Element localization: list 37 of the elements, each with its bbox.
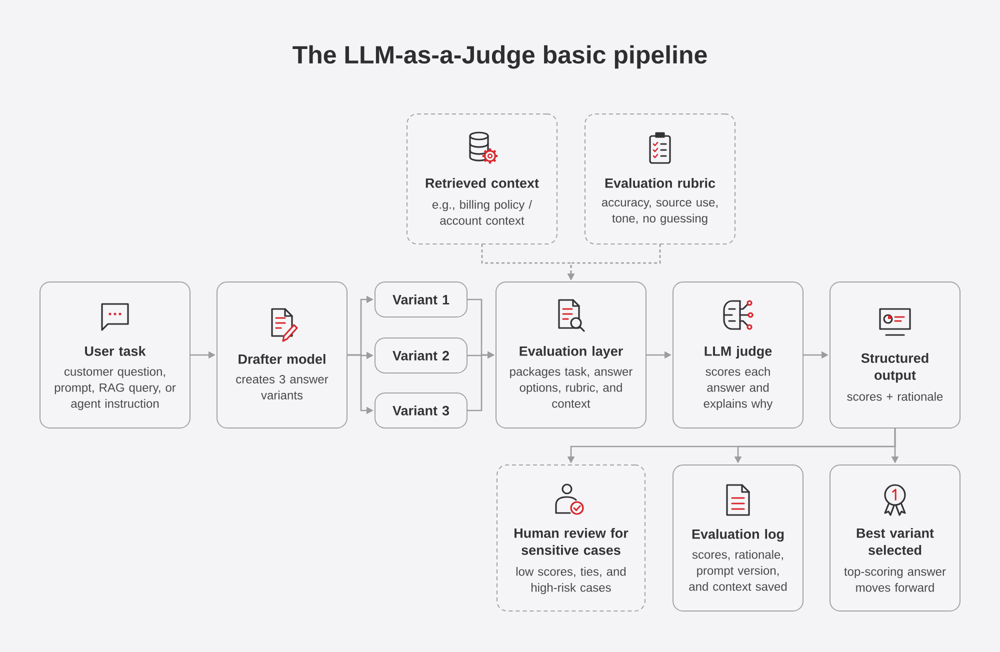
heading: LLM judge — [704, 346, 772, 359]
process-box — [216, 282, 348, 428]
description: creates 3 answer variants — [236, 375, 328, 400]
description: scores each answer and explains why — [704, 367, 773, 410]
heading: Drafter model — [238, 354, 326, 364]
description: top-scoring answer moves forward — [844, 567, 946, 592]
heading: Variant 2 — [392, 350, 449, 360]
heading: Evaluation rubric — [605, 178, 716, 188]
process-box — [40, 282, 190, 428]
dashed-box — [496, 464, 646, 612]
process-box — [830, 282, 960, 428]
process-box — [672, 464, 804, 612]
heading: Evaluation layer — [520, 346, 623, 359]
heading: Variant 3 — [392, 406, 450, 416]
heading: Human review for sensitive cases — [514, 528, 628, 555]
heading: Variant 1 — [392, 294, 450, 304]
description: packages task, answer options, rubric, and context — [510, 367, 632, 408]
process-box — [374, 282, 468, 318]
heading: User task — [85, 346, 146, 356]
heading: Structured output — [861, 353, 928, 383]
process-box — [374, 338, 468, 374]
heading: Best variant selected — [856, 528, 934, 555]
process-box — [830, 464, 960, 612]
description: scores, rationale, prompt version, and context saved — [689, 550, 787, 591]
dashed-box — [406, 114, 558, 244]
process-box — [496, 282, 646, 428]
description: scores + rationale — [847, 392, 943, 401]
dashed-box — [584, 114, 736, 244]
process-box — [374, 392, 468, 428]
title: The LLM-as-a-Judge basic pipeline — [292, 45, 707, 69]
description: low scores, ties, and high-risk cases — [516, 567, 626, 594]
description: e.g., billing policy / account context — [432, 200, 532, 225]
description: customer question, prompt, RAG query, or agent instruction — [54, 367, 176, 410]
heading: Evaluation log — [692, 529, 784, 542]
description: accuracy, source use, tone, no guessing — [602, 200, 718, 225]
heading: Retrieved context — [426, 178, 539, 188]
process-box — [672, 282, 804, 428]
